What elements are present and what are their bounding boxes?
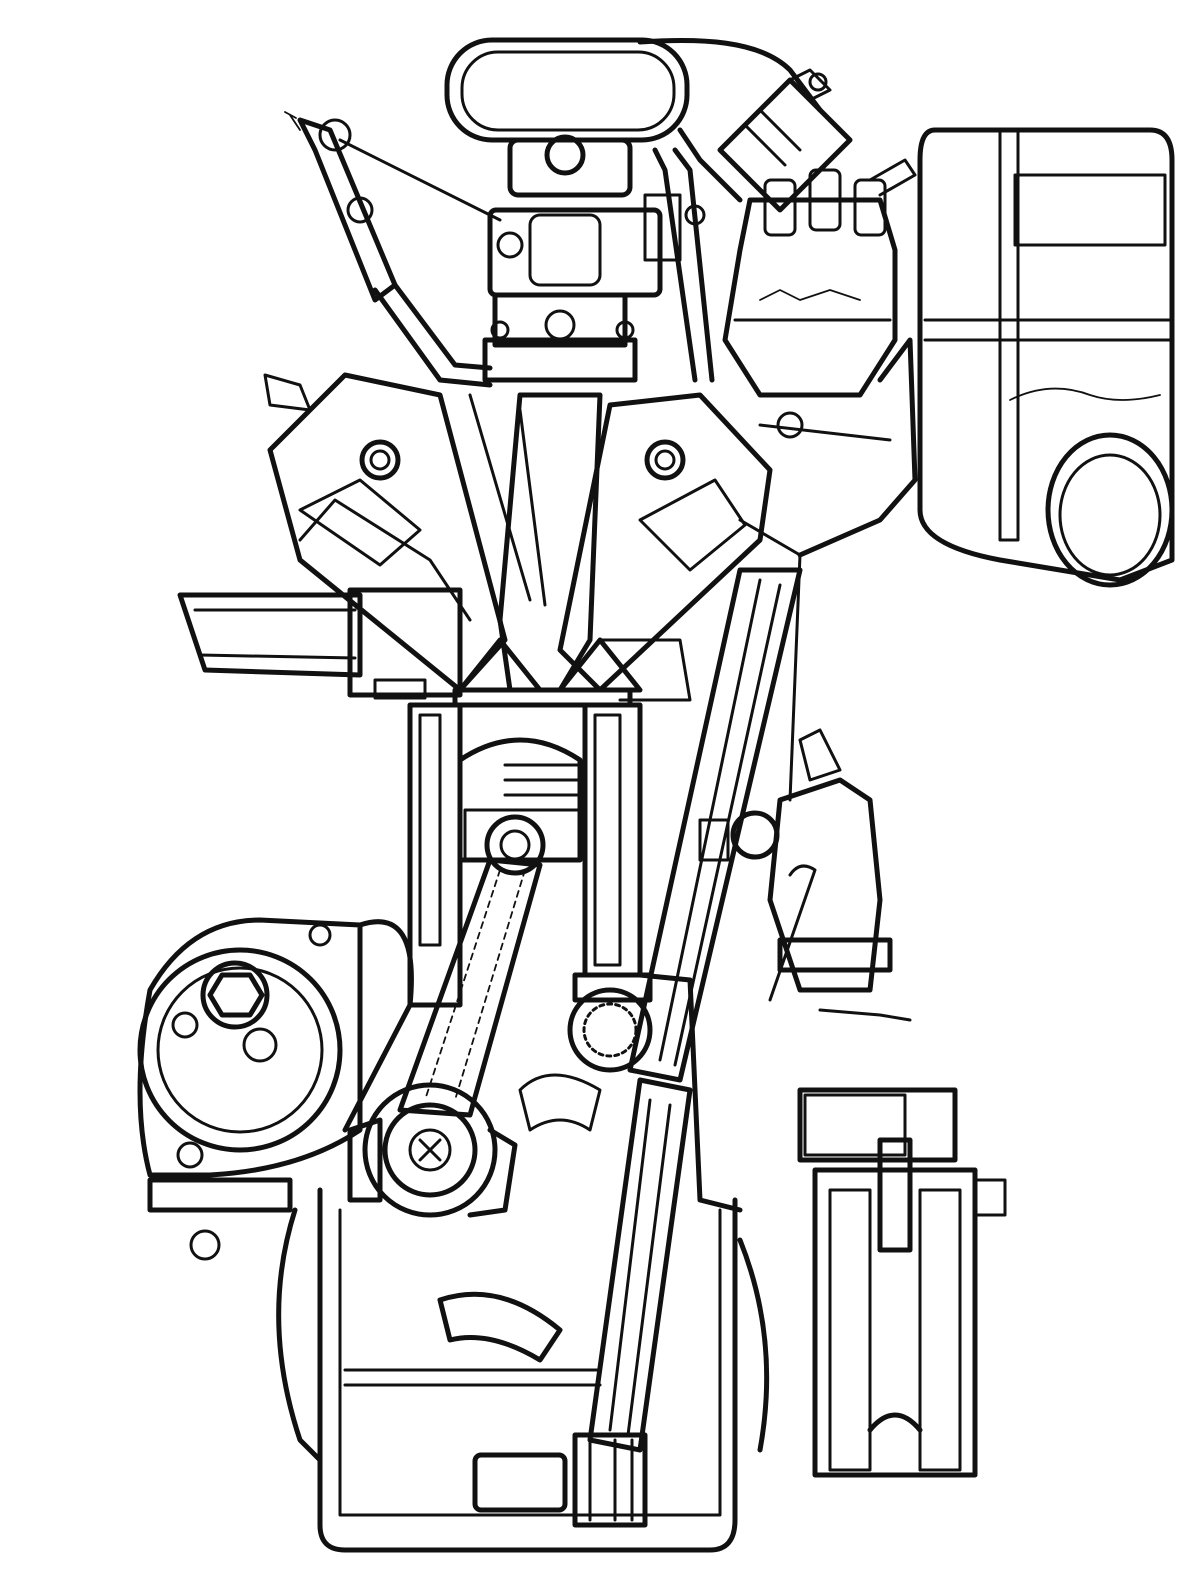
crankcase-outline: [345, 340, 915, 1210]
pulley-icon: [140, 920, 360, 1259]
filter-icon: [800, 1090, 1005, 1475]
air-cleaner-icon: [447, 40, 820, 200]
crankshaft-icon: [350, 1085, 515, 1215]
carburetor-icon: [485, 137, 712, 380]
pump-icon: [770, 730, 910, 1020]
pipe-icon: [180, 590, 460, 698]
pushrod-icon: [590, 570, 800, 1450]
piston-icon: [410, 705, 640, 1005]
oil-pump-icon: [475, 1435, 645, 1525]
distributor-icon: [725, 160, 915, 440]
cylinder-head-icon: [265, 375, 770, 705]
sump-icon: [279, 1190, 767, 1550]
linkage-icon: [285, 112, 500, 385]
connecting-rod-icon: [400, 817, 543, 1115]
coil-icon: [720, 70, 850, 210]
tank-icon: [920, 130, 1172, 585]
camshaft-icon: [570, 975, 650, 1070]
